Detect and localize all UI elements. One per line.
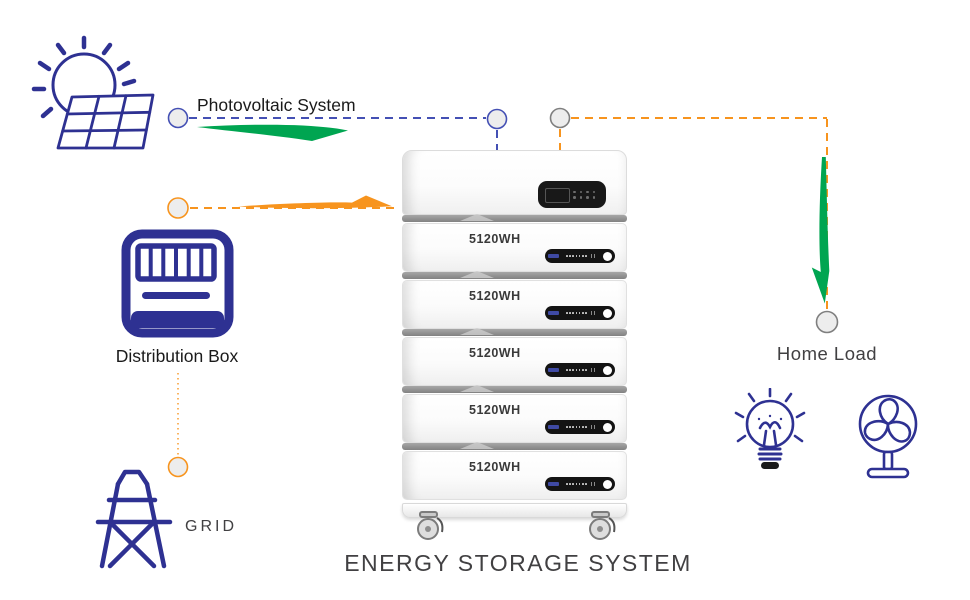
strip-port-marks xyxy=(590,425,596,429)
battery-module: 5120WH xyxy=(402,271,627,329)
caster-wheel-right xyxy=(589,511,616,540)
node-battery-out xyxy=(549,107,571,129)
node-distribution xyxy=(167,197,189,219)
distribution-box-label: Distribution Box xyxy=(115,346,239,366)
homeload-flow-arrow xyxy=(811,157,830,304)
battery-module: 5120WH xyxy=(402,385,627,443)
strip-port-marks xyxy=(590,482,596,486)
module-separator xyxy=(402,214,627,222)
node-battery-pv-in xyxy=(486,108,508,130)
display-led-dots xyxy=(571,189,597,200)
lightbulb-icon xyxy=(734,388,806,469)
module-separator xyxy=(402,328,627,336)
module-body: 5120WH xyxy=(402,223,627,272)
module-control-strip xyxy=(545,420,615,434)
battery-module: 5120WH xyxy=(402,442,627,500)
module-capacity-label: 5120WH xyxy=(469,460,521,474)
diagram-title: ENERGY STORAGE SYSTEM xyxy=(344,550,692,576)
distribution-box-icon xyxy=(121,229,234,338)
fan-icon xyxy=(858,394,918,479)
module-body: 5120WH xyxy=(402,337,627,386)
node-home-load xyxy=(815,310,839,334)
strip-power-button xyxy=(603,308,612,318)
strip-power-button xyxy=(603,251,612,261)
strip-power-button xyxy=(603,479,612,489)
module-separator xyxy=(402,442,627,450)
distribution-flow-arrow xyxy=(238,195,392,209)
strip-indicator-dots xyxy=(566,312,587,314)
node-photovoltaic xyxy=(167,107,189,129)
grid-label: GRID xyxy=(185,518,237,535)
module-control-strip xyxy=(545,477,615,491)
module-control-strip xyxy=(545,363,615,377)
module-body: 5120WH xyxy=(402,280,627,329)
strip-port-marks xyxy=(590,368,596,372)
strip-indicator-dots xyxy=(566,483,587,485)
inverter-top-module xyxy=(402,150,627,215)
strip-power-button xyxy=(603,365,612,375)
pv-flow-arrow xyxy=(197,124,348,141)
caster-wheel-left xyxy=(417,511,444,540)
battery-display-icon xyxy=(538,181,606,208)
strip-indicator-dots xyxy=(566,426,587,428)
strip-power-button xyxy=(603,422,612,432)
module-capacity-label: 5120WH xyxy=(469,403,521,417)
strip-brand-mark xyxy=(548,425,559,429)
module-body: 5120WH xyxy=(402,394,627,443)
strip-indicator-dots xyxy=(566,369,587,371)
display-screen xyxy=(545,188,570,203)
battery-cabinet: 5120WH 5120WH 5120WH xyxy=(402,150,627,518)
module-body: 5120WH xyxy=(402,451,627,500)
grid-tower-icon xyxy=(95,469,173,569)
module-capacity-label: 5120WH xyxy=(469,289,521,303)
node-grid xyxy=(167,456,189,478)
strip-port-marks xyxy=(590,311,596,315)
strip-brand-mark xyxy=(548,311,559,315)
home-load-label: Home Load xyxy=(776,343,878,364)
strip-port-marks xyxy=(590,254,596,258)
photovoltaic-label: Photovoltaic System xyxy=(197,95,356,115)
cabinet-base xyxy=(402,503,627,518)
solar-panel-sun-icon xyxy=(31,35,155,150)
module-capacity-label: 5120WH xyxy=(469,346,521,360)
module-separator xyxy=(402,385,627,393)
battery-module: 5120WH xyxy=(402,328,627,386)
strip-indicator-dots xyxy=(566,255,587,257)
strip-brand-mark xyxy=(548,482,559,486)
strip-brand-mark xyxy=(548,368,559,372)
module-control-strip xyxy=(545,249,615,263)
module-capacity-label: 5120WH xyxy=(469,232,521,246)
strip-brand-mark xyxy=(548,254,559,258)
battery-module: 5120WH xyxy=(402,214,627,272)
module-control-strip xyxy=(545,306,615,320)
module-separator xyxy=(402,271,627,279)
